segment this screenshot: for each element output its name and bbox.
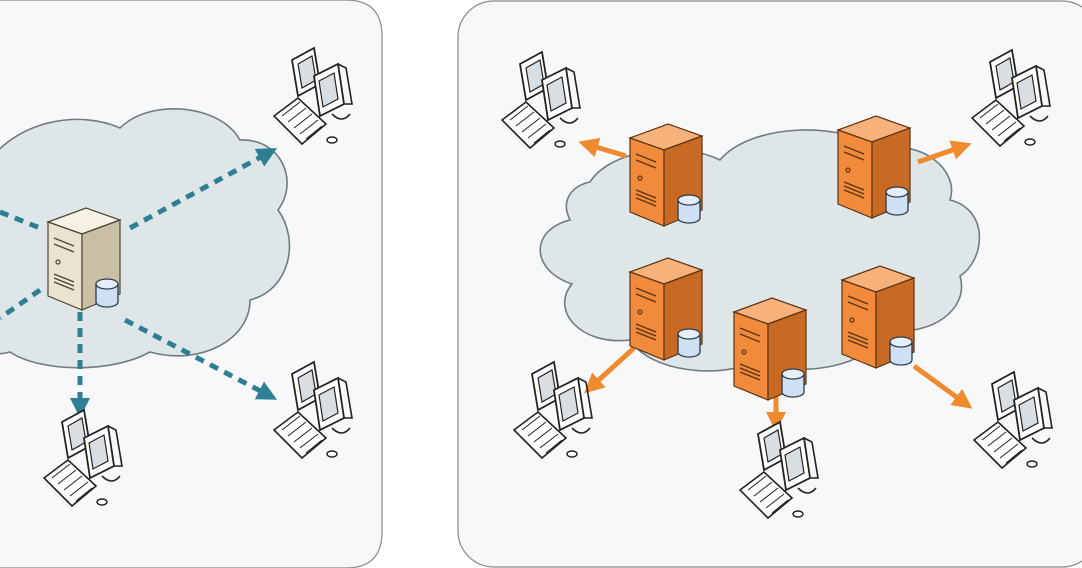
connection-arrow [917,140,972,165]
centralized-panel [0,0,383,568]
server-icon [841,265,915,369]
connection-arrow [123,317,278,400]
connection-lines [0,148,278,418]
server-icon [733,297,807,401]
connection-arrow [578,137,627,159]
distributed-panel [457,0,1082,568]
server-icon [837,115,911,219]
connection-arrow [128,148,278,231]
connection-lines [578,137,973,432]
server-icon [629,257,703,361]
server-icon [47,207,121,311]
connection-line [0,287,42,321]
server-icon [629,123,703,227]
connection-arrow [912,363,973,409]
connection-arrow [584,346,636,394]
connection-line [0,209,41,231]
